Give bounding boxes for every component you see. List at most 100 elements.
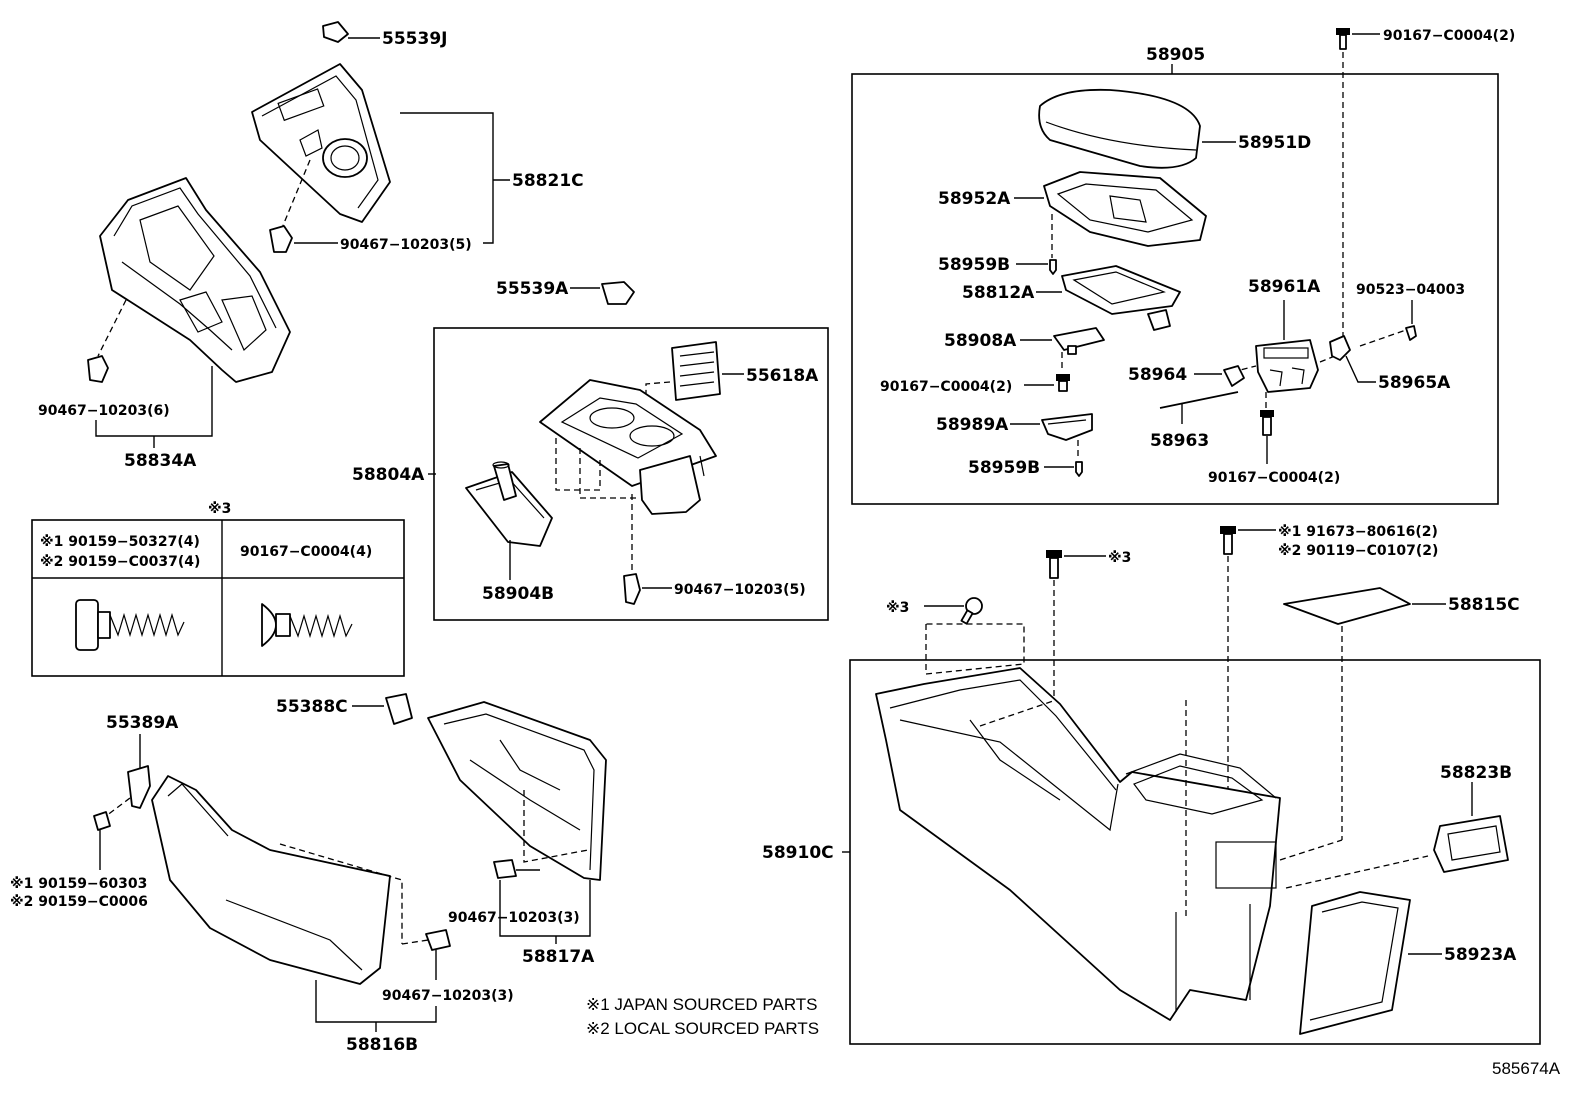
- label-55539A[interactable]: 55539A: [496, 279, 569, 299]
- label-90523-04003[interactable]: 90523−04003: [1356, 282, 1465, 298]
- label-58904B[interactable]: 58904B: [482, 584, 554, 604]
- label-55388C[interactable]: 55388C: [276, 697, 348, 717]
- label-90467-10203-5-top[interactable]: 90467−10203(5): [340, 237, 472, 253]
- clip-90467-top-shape[interactable]: [269, 225, 293, 253]
- part-55539J-shape[interactable]: [322, 21, 349, 43]
- part-58821C-shape[interactable]: [251, 63, 391, 223]
- part-90523-04003-icon[interactable]: [1405, 325, 1417, 341]
- label-58908A[interactable]: 58908A: [944, 331, 1017, 351]
- part-58963-pin[interactable]: [1159, 391, 1239, 409]
- legend-frame: [31, 519, 405, 677]
- label-90167-C0004-top[interactable]: 90167−C0004(2): [1383, 28, 1515, 44]
- screw-ref3-left-icon[interactable]: [960, 597, 983, 625]
- label-58804A[interactable]: 58804A: [352, 465, 425, 485]
- bolt-flange-icon: [75, 599, 185, 651]
- label-58834A[interactable]: 58834A: [124, 451, 197, 471]
- part-58812A-shape[interactable]: [1061, 265, 1181, 331]
- label-90159-60303[interactable]: ※1 90159−60303: [10, 876, 147, 892]
- label-58959B-2[interactable]: 58959B: [968, 458, 1040, 478]
- label-58812A[interactable]: 58812A: [962, 283, 1035, 303]
- part-55539A-shape[interactable]: [601, 281, 635, 305]
- cupholder-box: 55618A 90467−10203(5) 58904B 58804A: [352, 327, 829, 621]
- label-90167-C0004-left[interactable]: 90167−C0004(2): [880, 379, 1012, 395]
- label-90119-C0107[interactable]: ※2 90119−C0107(2): [1278, 543, 1438, 559]
- part-58952A-shape[interactable]: [1043, 171, 1207, 247]
- screw-bottom-icon[interactable]: [1260, 410, 1274, 436]
- label-58963[interactable]: 58963: [1150, 431, 1209, 451]
- part-58964-shape[interactable]: [1223, 365, 1245, 387]
- label-58821C[interactable]: 58821C: [512, 171, 584, 191]
- label-55618A[interactable]: 55618A: [746, 366, 819, 386]
- part-58804A-body-shape[interactable]: [539, 379, 717, 515]
- screw-91673-icon[interactable]: [1220, 526, 1236, 555]
- label-58817A[interactable]: 58817A: [522, 947, 595, 967]
- label-58816B[interactable]: 58816B: [346, 1035, 418, 1055]
- label-58959B-1[interactable]: 58959B: [938, 255, 1010, 275]
- label-58910C[interactable]: 58910C: [762, 843, 834, 863]
- screw-top-icon[interactable]: [1336, 28, 1350, 50]
- label-90467-10203-5-cup[interactable]: 90467−10203(5): [674, 582, 806, 598]
- label-90467-10203-3-low[interactable]: 90467−10203(3): [382, 988, 514, 1004]
- part-58823B-shape[interactable]: [1433, 815, 1509, 873]
- label-ref3-top[interactable]: ※3: [1108, 550, 1131, 566]
- label-90159-C0006[interactable]: ※2 90159−C0006: [10, 894, 148, 910]
- label-90467-10203-3-mid[interactable]: 90467−10203(3): [448, 910, 580, 926]
- part-58815C-shape[interactable]: [1283, 587, 1411, 625]
- diagram-id: 585674A: [1492, 1059, 1561, 1078]
- label-58923A[interactable]: 58923A: [1444, 945, 1517, 965]
- label-58952A[interactable]: 58952A: [938, 189, 1011, 209]
- part-58908A-shape[interactable]: [1053, 327, 1105, 355]
- screw-ref3-top-icon[interactable]: [1046, 550, 1062, 579]
- part-58910C-body-shape[interactable]: [875, 667, 1281, 1021]
- label-55539J[interactable]: 55539J: [382, 29, 447, 49]
- label-58964[interactable]: 58964: [1128, 365, 1187, 385]
- screw-58959B-1-icon[interactable]: [1049, 259, 1057, 275]
- part-58923A-shape[interactable]: [1299, 891, 1411, 1035]
- label-90467-10203-6[interactable]: 90467−10203(6): [38, 403, 170, 419]
- screw-90159-icon[interactable]: [93, 811, 111, 831]
- label-58823B[interactable]: 58823B: [1440, 763, 1512, 783]
- legend-left-line1: ※1 90159−50327(4): [40, 534, 200, 550]
- screw-58959B-2-icon[interactable]: [1075, 461, 1083, 477]
- side-panels: 55389A ※1 90159−60303 ※2 90159−C0006 904…: [10, 693, 607, 1055]
- part-55618A-shape[interactable]: [671, 341, 721, 401]
- part-58904B-shape[interactable]: [465, 461, 553, 547]
- legend-title: ※3: [208, 501, 231, 517]
- part-58951D-shape[interactable]: [1038, 88, 1201, 169]
- shift-bezel-assembly: 55539J 58821C 90467−10203(5) 90: [38, 21, 584, 471]
- bolt-washer-icon: [261, 603, 353, 647]
- clip-90467-low-shape[interactable]: [425, 929, 451, 951]
- label-58951D[interactable]: 58951D: [1238, 133, 1311, 153]
- part-58817A-shape[interactable]: [427, 701, 607, 881]
- part-58961A-shape[interactable]: [1255, 339, 1319, 393]
- note-japan-sourced: ※1 JAPAN SOURCED PARTS: [586, 995, 818, 1014]
- legend-left-line2: ※2 90159−C0037(4): [40, 554, 200, 570]
- armrest-box: 58905 90167−C0004(2) 58951D 58952A 5: [851, 28, 1515, 505]
- legend-right-line1: 90167−C0004(4): [240, 544, 372, 560]
- label-90167-C0004-bottom[interactable]: 90167−C0004(2): [1208, 470, 1340, 486]
- screw-left-icon[interactable]: [1056, 374, 1070, 392]
- label-58961A[interactable]: 58961A: [1248, 277, 1321, 297]
- label-55389A[interactable]: 55389A: [106, 713, 179, 733]
- label-58965A[interactable]: 58965A: [1378, 373, 1451, 393]
- clip-90467-mid-shape[interactable]: [493, 859, 517, 879]
- label-58815C[interactable]: 58815C: [1448, 595, 1520, 615]
- fastener-legend-table: ※3 ※1 90159−50327(4) ※2 90159−C0037(4) 9…: [31, 501, 405, 677]
- label-58905[interactable]: 58905: [1146, 45, 1205, 65]
- console-box: ※1 91673−80616(2) ※2 90119−C0107(2) ※3 ※…: [762, 524, 1541, 1045]
- clip-90467-cup-shape[interactable]: [623, 573, 641, 605]
- part-58834A-shape[interactable]: [99, 177, 291, 383]
- part-58965A-shape[interactable]: [1329, 335, 1351, 361]
- label-58989A[interactable]: 58989A: [936, 415, 1009, 435]
- part-55389A-shape[interactable]: [127, 765, 151, 809]
- part-58816B-shape[interactable]: [151, 775, 391, 985]
- note-local-sourced: ※2 LOCAL SOURCED PARTS: [586, 1019, 819, 1038]
- part-55388C-shape[interactable]: [385, 693, 413, 725]
- part-55539A-group: 55539A: [496, 279, 635, 305]
- label-91673-80616[interactable]: ※1 91673−80616(2): [1278, 524, 1438, 540]
- clip-90467-left-shape[interactable]: [87, 355, 109, 383]
- label-ref3-left[interactable]: ※3: [886, 600, 909, 616]
- armrest-box-frame: [851, 73, 1499, 505]
- part-58989A-shape[interactable]: [1041, 413, 1093, 441]
